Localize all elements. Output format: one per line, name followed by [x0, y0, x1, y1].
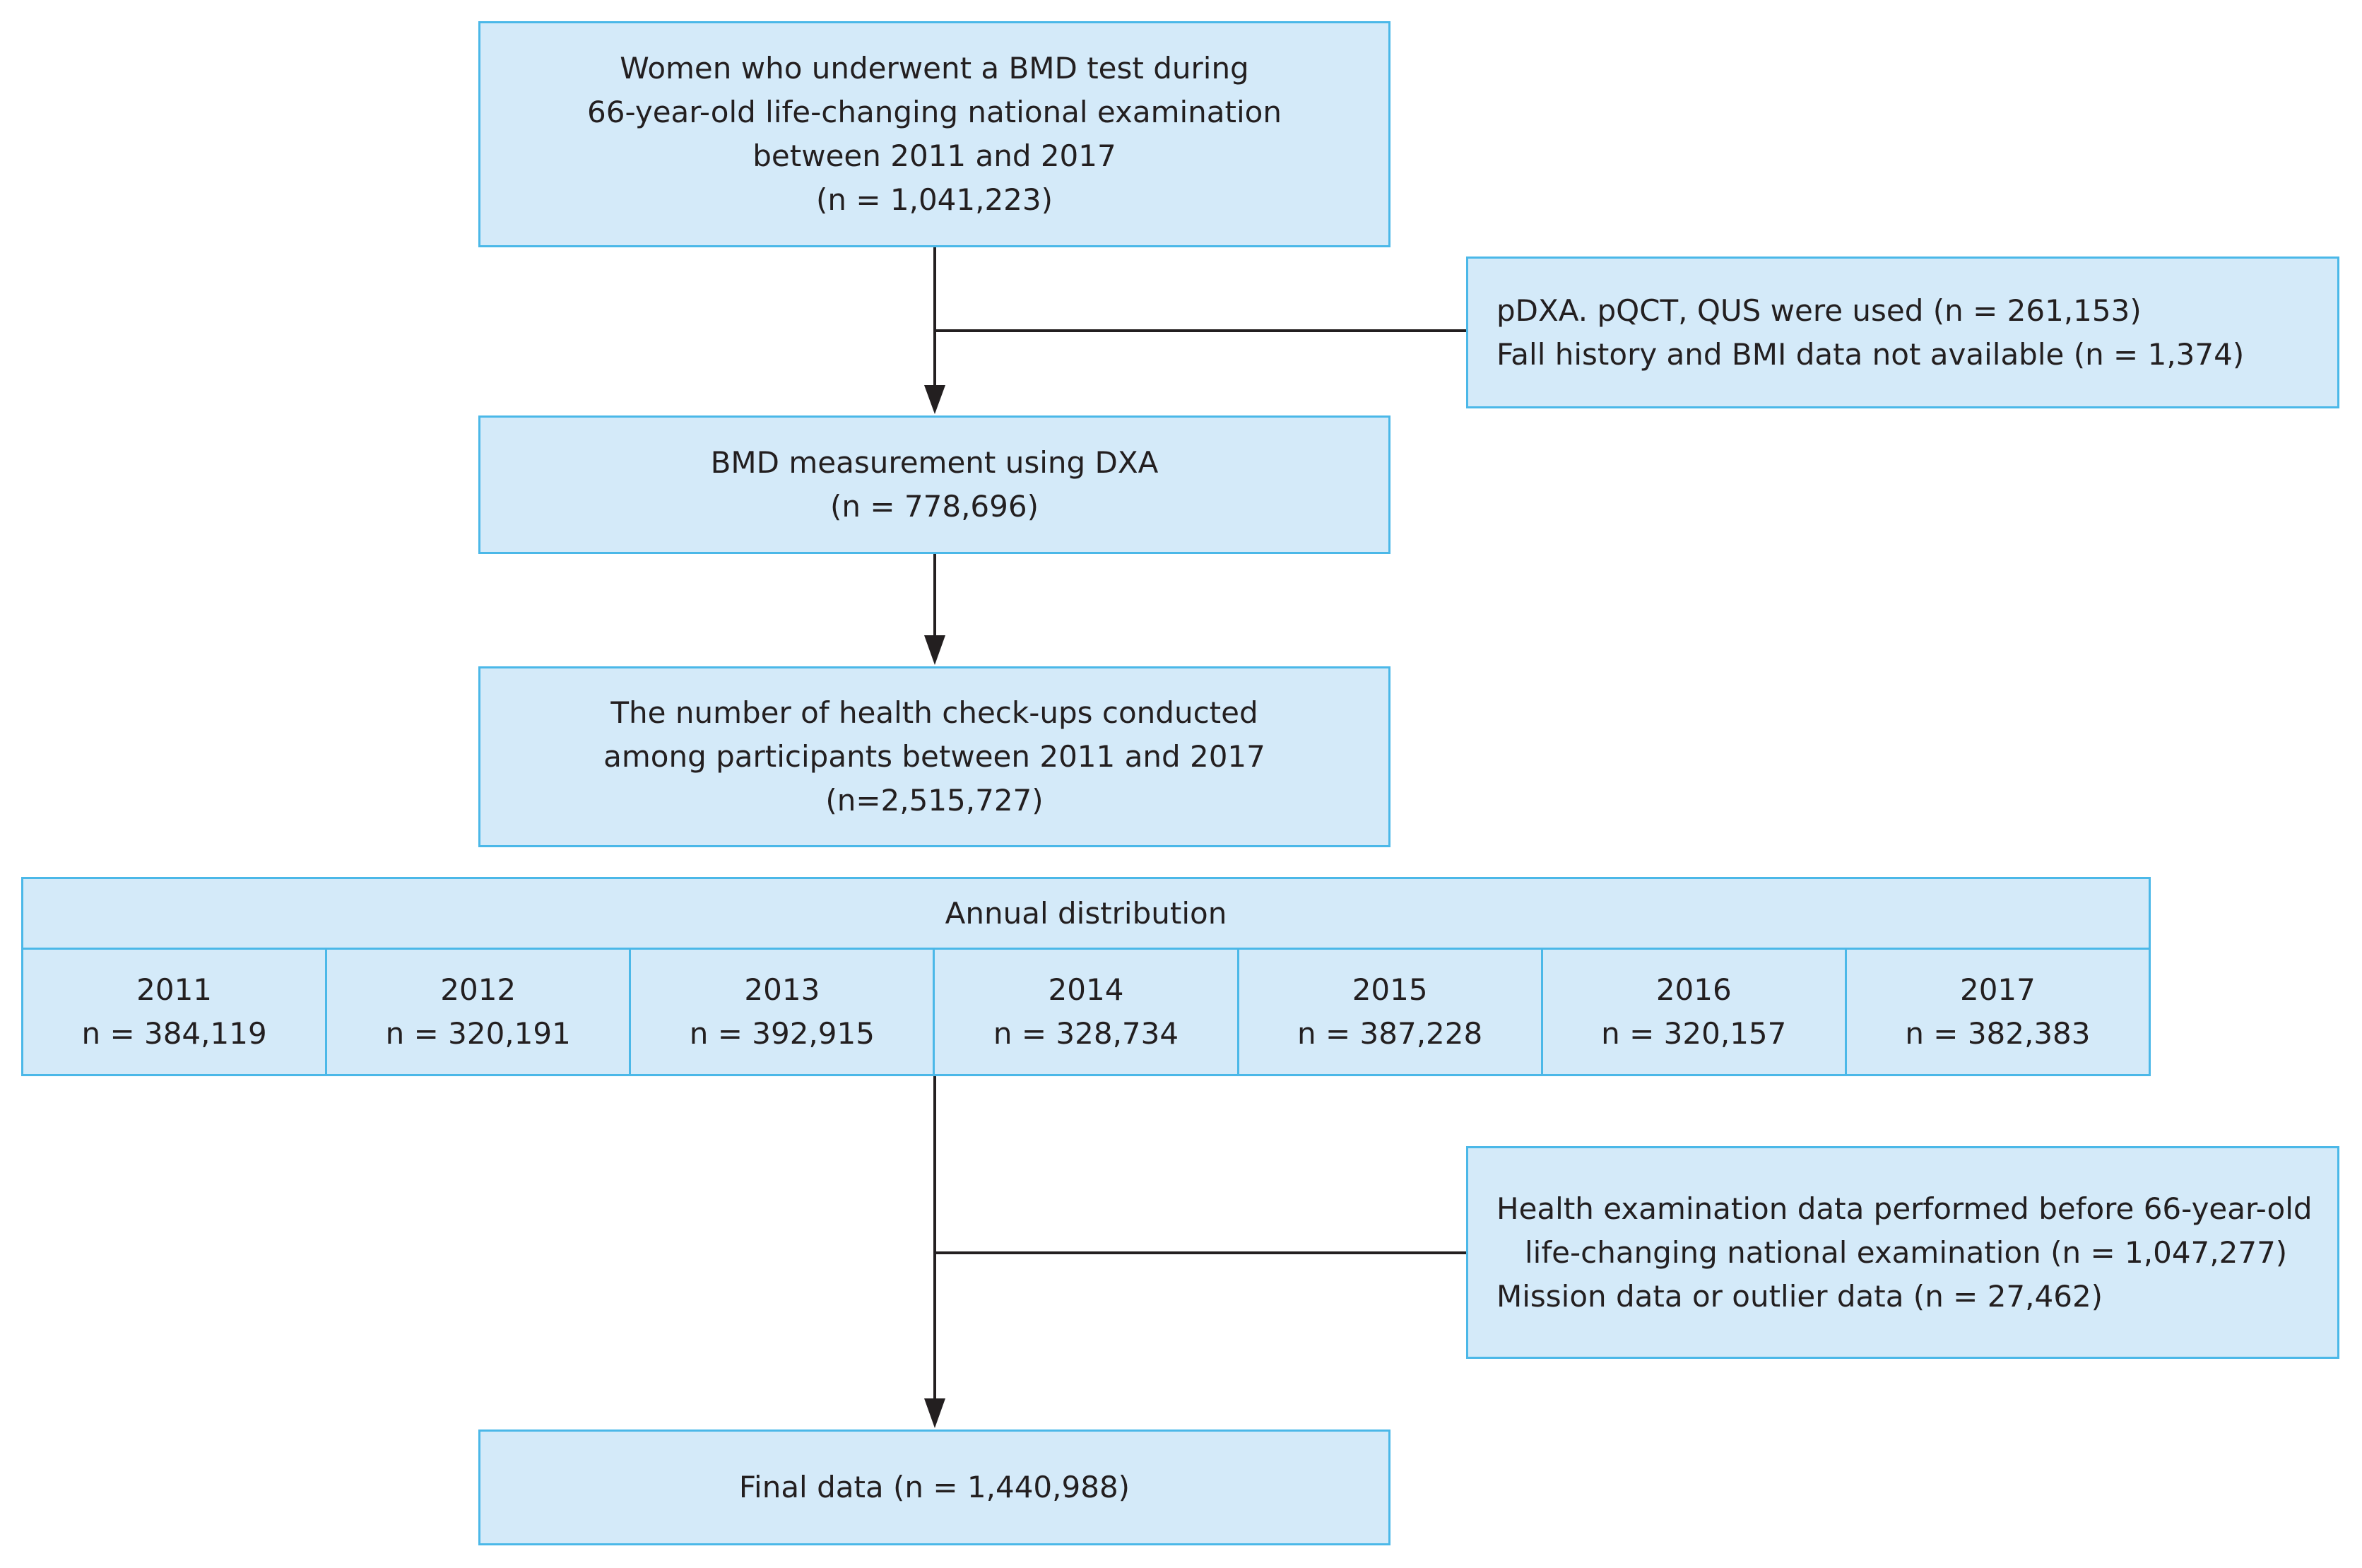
annual-distribution-years: 2011 n = 384,119 2012 n = 320,191 2013 n…: [23, 950, 2149, 1074]
box-checkups-line-3: (n=2,515,727): [825, 783, 1044, 818]
year-cell-2011: 2011 n = 384,119: [23, 950, 328, 1074]
year-count: n = 392,915: [689, 1016, 875, 1051]
year-label: 2017: [1959, 972, 2036, 1007]
annual-distribution-table: Annual distribution 2011 n = 384,119 201…: [21, 877, 2151, 1076]
year-count: n = 387,228: [1297, 1016, 1483, 1051]
box-start-line-3: between 2011 and 2017: [752, 138, 1116, 173]
exclusion-2-line-2: life-changing national examination (n = …: [1525, 1234, 2288, 1270]
year-cell-2014: 2014 n = 328,734: [935, 950, 1239, 1074]
box-health-checkups: The number of health check-ups conducted…: [478, 666, 1390, 847]
box-checkups-line-1: The number of health check-ups conducted: [610, 695, 1258, 730]
year-count: n = 320,191: [385, 1016, 571, 1051]
box-exclusion-1: pDXA. pQCT, QUS were used (n = 261,153) …: [1466, 257, 2339, 408]
box-start-line-4: (n = 1,041,223): [815, 182, 1053, 217]
year-label: 2011: [136, 972, 213, 1007]
year-count: n = 384,119: [81, 1016, 267, 1051]
year-count: n = 320,157: [1601, 1016, 1787, 1051]
box-final-data: Final data (n = 1,440,988): [478, 1430, 1390, 1545]
box-final-line-1: Final data (n = 1,440,988): [738, 1470, 1130, 1504]
exclusion-1-line-2: Fall history and BMI data not available …: [1496, 336, 2245, 372]
year-count: n = 328,734: [993, 1016, 1179, 1051]
year-cell-2013: 2013 n = 392,915: [631, 950, 935, 1074]
arrowhead-checkups: [924, 635, 945, 665]
year-label: 2014: [1048, 972, 1124, 1007]
exclusion-2-line-1: Health examination data performed before…: [1496, 1191, 2313, 1226]
box-start-line-1: Women who underwent a BMD test during: [620, 51, 1249, 86]
box-exclusion-2: Health examination data performed before…: [1466, 1146, 2339, 1359]
exclusion-2-line-3: Mission data or outlier data (n = 27,462…: [1496, 1278, 2103, 1314]
year-label: 2012: [440, 972, 516, 1007]
year-label: 2015: [1352, 972, 1428, 1007]
box-start-population: Women who underwent a BMD test during 66…: [478, 21, 1390, 247]
exclusion-1-line-1: pDXA. pQCT, QUS were used (n = 261,153): [1496, 293, 2142, 328]
year-cell-2017: 2017 n = 382,383: [1847, 950, 2149, 1074]
box-checkups-line-2: among participants between 2011 and 2017: [603, 739, 1265, 774]
year-label: 2016: [1655, 972, 1732, 1007]
year-cell-2016: 2016 n = 320,157: [1543, 950, 1847, 1074]
year-cell-2015: 2015 n = 387,228: [1239, 950, 1543, 1074]
year-label: 2013: [744, 972, 820, 1007]
box-start-line-2: 66-year-old life-changing national exami…: [587, 95, 1282, 129]
year-cell-2012: 2012 n = 320,191: [327, 950, 632, 1074]
box-dxa-line-1: BMD measurement using DXA: [710, 445, 1159, 480]
box-dxa-measurement: BMD measurement using DXA (n = 778,696): [478, 415, 1390, 554]
annual-distribution-title: Annual distribution: [23, 879, 2149, 950]
arrowhead-final: [924, 1398, 945, 1428]
year-count: n = 382,383: [1905, 1016, 2091, 1051]
arrowhead-dxa: [924, 385, 945, 414]
box-dxa-line-2: (n = 778,696): [830, 489, 1039, 524]
